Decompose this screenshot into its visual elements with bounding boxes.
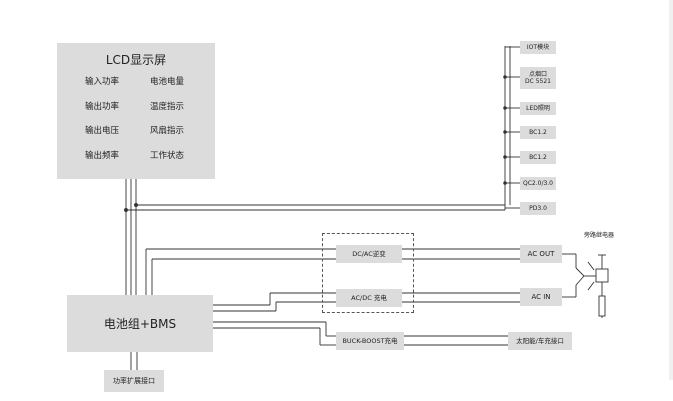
port-iot: IOT模块 — [520, 41, 556, 54]
ac-in-block: AC IN — [520, 288, 562, 306]
lcd-display: LCD显示屏 输入功率 电池电量 输出功率 温度指示 输出电压 风扇指示 输出频… — [57, 43, 215, 179]
lcd-item: 输出电压 — [85, 126, 120, 136]
port-label: BC1.2 — [529, 128, 547, 136]
battery-label: 电池组+BMS — [103, 317, 177, 331]
port-label: PD3.0 — [529, 204, 547, 212]
port-label: QC2.0/3.0 — [522, 179, 554, 187]
port-bc12-b: BC1.2 — [520, 151, 556, 164]
battery-bms-block: 电池组+BMS — [67, 295, 213, 352]
port-pd: PD3.0 — [520, 202, 556, 215]
port-label: BC1.2 — [529, 153, 547, 161]
inverter-block: DC/AC逆变 — [336, 245, 402, 263]
port-led: LED照明 — [520, 102, 556, 115]
ac-out-block: AC OUT — [520, 245, 562, 263]
port-label: LED照明 — [526, 104, 550, 112]
ac-in-label: AC IN — [531, 292, 551, 301]
charger-block: AC/DC 充电 — [336, 289, 402, 307]
power-conversion-group — [322, 233, 414, 313]
mppt-label: BUCK-BOOST充电 — [342, 336, 398, 345]
solar-label: 太阳能/车充接口 — [516, 336, 564, 345]
page-edge-divider — [669, 0, 673, 380]
lcd-item: 电池电量 — [150, 77, 185, 87]
charger-label: AC/DC 充电 — [351, 293, 387, 302]
port-dc5521: 点烟口 DC 5521 — [520, 67, 556, 89]
port-label: 点烟口 DC 5521 — [525, 70, 551, 86]
ac-out-label: AC OUT — [527, 249, 555, 258]
solar-port-block: 太阳能/车充接口 — [508, 332, 572, 350]
port-bc12-a: BC1.2 — [520, 126, 556, 139]
lcd-item: 风扇指示 — [150, 126, 185, 136]
lcd-item: 输入功率 — [85, 77, 120, 87]
port-qc: QC2.0/3.0 — [520, 177, 556, 190]
lcd-item: 工作状态 — [150, 151, 185, 161]
relay-label: 旁路继电器 — [584, 232, 615, 239]
lcd-item: 温度指示 — [150, 102, 185, 112]
lcd-item: 输出功率 — [85, 102, 120, 112]
lcd-item: 输出频率 — [85, 151, 120, 161]
expansion-port-block: 功率扩展接口 — [104, 370, 164, 392]
expansion-label: 功率扩展接口 — [113, 377, 155, 385]
mppt-block: BUCK-BOOST充电 — [336, 332, 404, 350]
port-label: IOT模块 — [526, 43, 550, 51]
inverter-label: DC/AC逆变 — [352, 249, 386, 258]
lcd-title: LCD显示屏 — [105, 53, 167, 67]
